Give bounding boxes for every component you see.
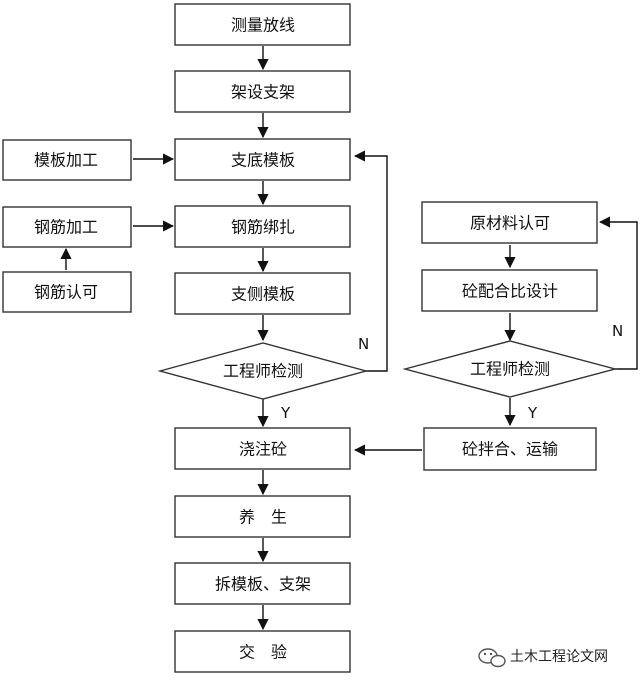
step-formwork-processing-label: 模板加工 <box>34 151 98 170</box>
step-bottom-formwork-label: 支底模板 <box>231 151 295 170</box>
right-yes-label: Y <box>527 404 538 422</box>
step-mix-design: 砼配合比设计 <box>421 269 598 312</box>
step-mix-transport-label: 砼拌合、运输 <box>462 440 558 459</box>
step-handover: 交 验 <box>174 630 351 673</box>
step-pour-label: 浇注砼 <box>239 440 287 459</box>
step-remove: 拆模板、支架 <box>174 562 351 605</box>
watermark: 土木工程论文网 <box>478 648 608 668</box>
decision-right-label: 工程师检测 <box>470 360 550 379</box>
step-material-approval: 原材料认可 <box>421 201 598 244</box>
step-rebar-approval-label: 钢筋认可 <box>34 283 98 302</box>
decision-engineer-check-right: 工程师检测 <box>402 340 618 398</box>
step-rebar-tying-label: 钢筋绑扎 <box>231 218 295 237</box>
step-support: 架设支架 <box>174 70 351 113</box>
step-survey-label: 测量放线 <box>231 16 295 35</box>
right-no-label: N <box>612 322 623 340</box>
step-rebar-tying: 钢筋绑扎 <box>174 205 351 248</box>
step-curing-label: 养 生 <box>239 508 287 527</box>
step-remove-label: 拆模板、支架 <box>215 575 311 594</box>
step-bottom-formwork: 支底模板 <box>174 138 351 181</box>
step-side-formwork-label: 支侧模板 <box>231 285 295 304</box>
connectors <box>60 46 638 631</box>
step-mix-transport: 砼拌合、运输 <box>423 427 597 471</box>
step-rebar-processing-label: 钢筋加工 <box>34 218 98 237</box>
watermark-text: 土木工程论文网 <box>510 649 608 665</box>
step-survey: 测量放线 <box>174 3 351 46</box>
step-side-formwork: 支侧模板 <box>174 272 351 315</box>
left-yes-label: Y <box>280 404 291 422</box>
step-formwork-processing: 模板加工 <box>2 139 132 181</box>
arrow-left-check-no-loop <box>353 150 388 372</box>
step-handover-label: 交 验 <box>239 643 287 662</box>
step-curing: 养 生 <box>174 495 351 538</box>
step-rebar-approval: 钢筋认可 <box>2 271 132 313</box>
arrow-right-check-no-loop <box>598 216 638 370</box>
decision-left-label: 工程师检测 <box>223 362 303 381</box>
step-mix-design-label: 砼配合比设计 <box>462 282 558 301</box>
wechat-icon <box>478 648 506 668</box>
step-rebar-processing: 钢筋加工 <box>2 206 132 248</box>
step-pour: 浇注砼 <box>174 427 351 470</box>
step-material-approval-label: 原材料认可 <box>470 214 550 233</box>
decision-engineer-check-left: 工程师检测 <box>157 342 369 400</box>
left-no-label: N <box>358 335 369 353</box>
step-support-label: 架设支架 <box>231 83 295 102</box>
